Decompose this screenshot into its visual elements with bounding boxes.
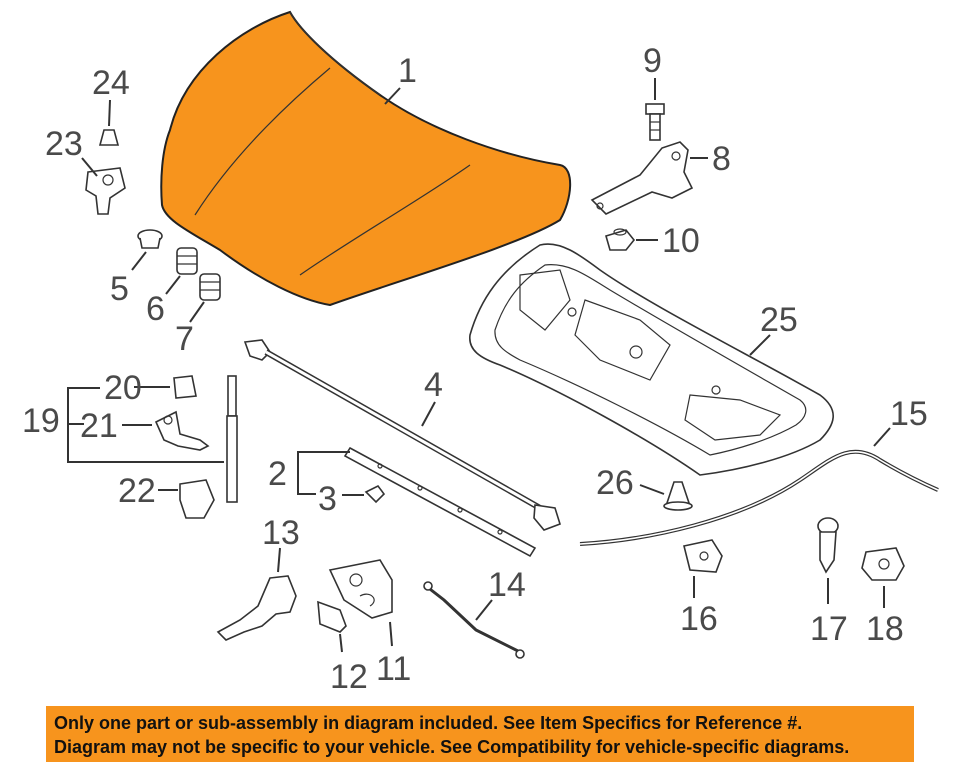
leader-7 bbox=[189, 301, 205, 323]
callout-24: 24 bbox=[92, 64, 130, 102]
callout-1: 1 bbox=[398, 52, 417, 90]
leader-11 bbox=[389, 621, 393, 647]
part-6-bumper bbox=[176, 247, 198, 275]
callout-14: 14 bbox=[488, 566, 526, 604]
callout-26: 26 bbox=[596, 464, 634, 502]
part-7-bumper bbox=[199, 273, 221, 301]
disclaimer-banner: Only one part or sub-assembly in diagram… bbox=[46, 706, 914, 762]
part-18-latch-base bbox=[861, 547, 905, 581]
leader-5 bbox=[131, 251, 147, 271]
leader-15 bbox=[873, 427, 891, 447]
part-25-insulator bbox=[469, 243, 834, 476]
callout-20: 20 bbox=[104, 369, 142, 407]
part-9-bolt bbox=[645, 103, 665, 141]
leader-14 bbox=[475, 599, 493, 621]
part-15-release-cable bbox=[579, 449, 939, 546]
callout-15: 15 bbox=[890, 395, 928, 433]
leader-23 bbox=[81, 157, 98, 177]
leader-6 bbox=[165, 275, 181, 295]
part-17-handle bbox=[817, 517, 839, 574]
callout-6: 6 bbox=[146, 290, 165, 328]
leader-2 bbox=[297, 451, 350, 495]
part-5-plug bbox=[137, 229, 163, 249]
part-24-bumper bbox=[98, 129, 120, 146]
part-21-bracket bbox=[154, 410, 210, 451]
part-2-weatherstrip bbox=[343, 446, 537, 558]
part-20-cushion bbox=[173, 375, 197, 399]
disclaimer-line-2: Diagram may not be specific to your vehi… bbox=[54, 737, 850, 757]
callout-18: 18 bbox=[866, 610, 904, 648]
leader-24 bbox=[108, 99, 111, 127]
callout-10: 10 bbox=[662, 222, 700, 260]
callout-11: 11 bbox=[376, 650, 411, 688]
leader-4 bbox=[421, 401, 436, 427]
callout-12: 12 bbox=[330, 658, 368, 696]
callout-21: 21 bbox=[80, 407, 118, 445]
callout-13: 13 bbox=[262, 514, 300, 552]
part-19-damper-rod bbox=[226, 375, 238, 503]
callout-4: 4 bbox=[424, 366, 443, 404]
part-12-switch bbox=[317, 600, 347, 633]
part-1-hood bbox=[160, 10, 572, 307]
leader-1 bbox=[384, 87, 401, 105]
part-26-pin bbox=[663, 481, 693, 511]
part-3-clip bbox=[364, 484, 386, 504]
callout-3: 3 bbox=[318, 480, 337, 518]
part-16-cable-bracket bbox=[683, 539, 723, 573]
callout-2: 2 bbox=[268, 455, 287, 493]
callout-9: 9 bbox=[643, 42, 662, 80]
part-22-mount bbox=[179, 479, 215, 519]
leader-26 bbox=[639, 484, 665, 495]
part-23-stay-holder bbox=[85, 167, 126, 215]
callout-8: 8 bbox=[712, 140, 731, 178]
callout-7: 7 bbox=[175, 320, 194, 358]
callout-22: 22 bbox=[118, 472, 156, 510]
leader-12 bbox=[339, 633, 343, 653]
callout-23: 23 bbox=[45, 125, 83, 163]
disclaimer-line-1: Only one part or sub-assembly in diagram… bbox=[54, 713, 803, 733]
part-11-hood-latch bbox=[328, 559, 393, 619]
part-13-release-lever bbox=[216, 575, 297, 641]
leader-13 bbox=[277, 547, 281, 573]
callout-25: 25 bbox=[760, 301, 798, 339]
callout-17: 17 bbox=[810, 610, 848, 648]
part-4-support-rod bbox=[243, 339, 561, 531]
callout-16: 16 bbox=[680, 600, 718, 638]
part-10-nut bbox=[605, 228, 636, 251]
part-14-release-rod bbox=[423, 581, 525, 659]
leader-25 bbox=[749, 334, 771, 356]
callout-5: 5 bbox=[110, 270, 129, 308]
callout-19: 19 bbox=[22, 402, 60, 440]
part-8-hinge bbox=[590, 141, 694, 215]
parts-diagram: 1 24 23 5 6 7 9 bbox=[22, 10, 939, 696]
